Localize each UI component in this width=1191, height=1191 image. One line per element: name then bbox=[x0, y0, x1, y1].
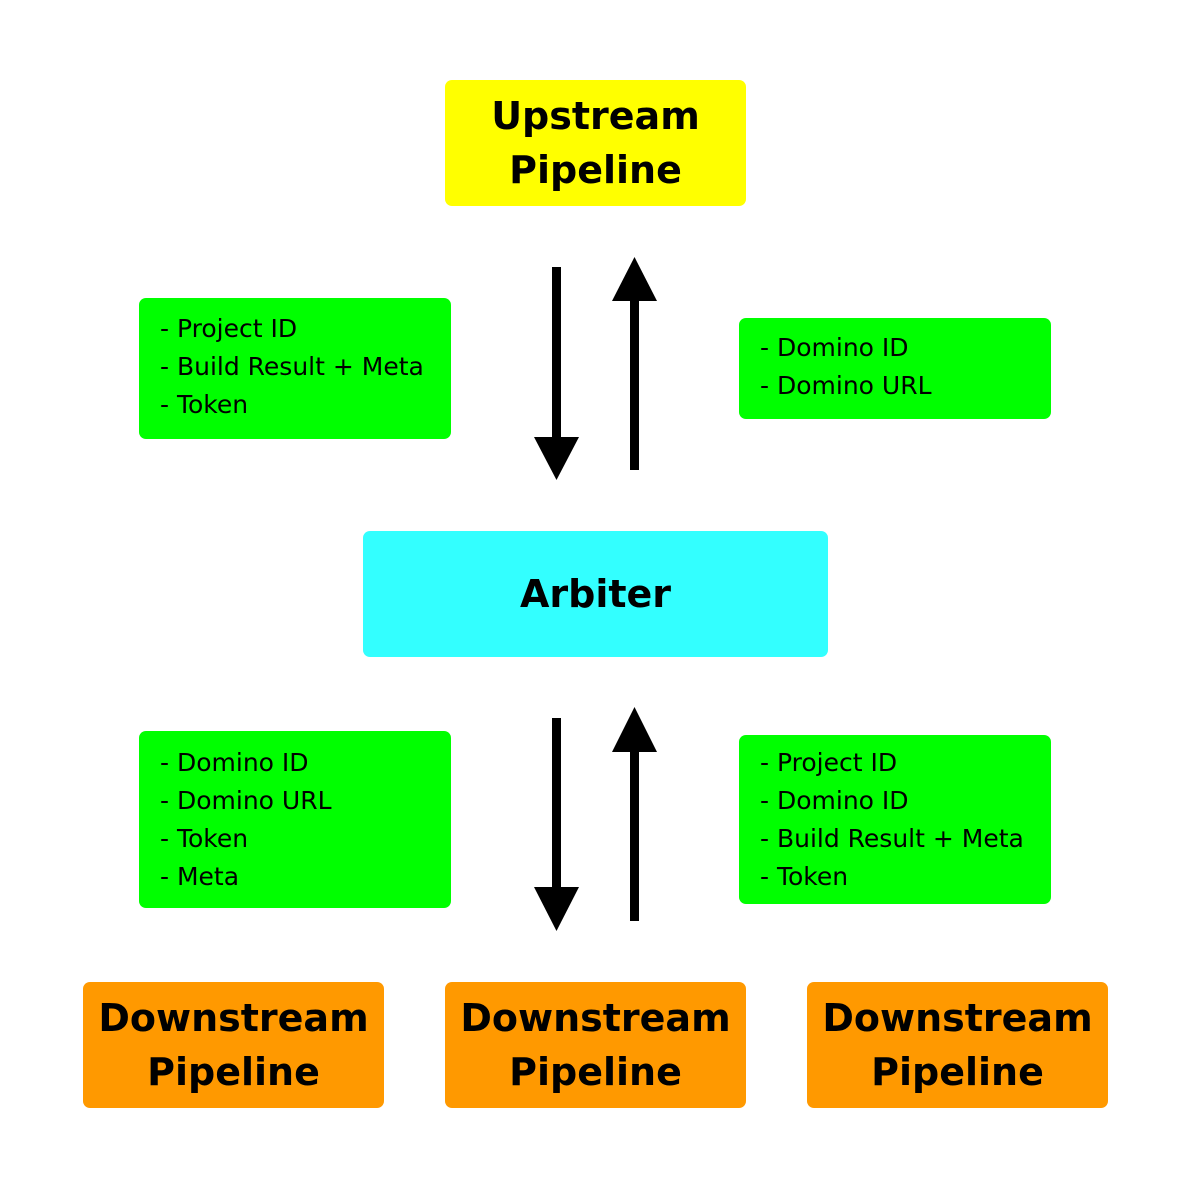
upstream-pipeline-label: Upstream Pipeline bbox=[491, 94, 700, 192]
note-item: - Project ID bbox=[160, 314, 298, 343]
downstream-pipeline-label: Downstream Pipeline bbox=[460, 996, 731, 1094]
arrow-downstream-to-arbiter bbox=[612, 707, 657, 921]
arrow-shaft bbox=[552, 267, 561, 439]
note-item: - Token bbox=[160, 390, 249, 419]
arrow-arbiter-to-downstream bbox=[534, 718, 579, 931]
arrow-arbiter-to-upstream bbox=[612, 257, 657, 470]
arbiter-node: Arbiter bbox=[363, 531, 828, 657]
arrow-shaft bbox=[630, 299, 639, 470]
note-item: - Project ID bbox=[760, 748, 898, 777]
note-downstream-to-arbiter: - Project ID - Domino ID - Build Result … bbox=[739, 735, 1051, 904]
arrow-upstream-to-arbiter bbox=[534, 267, 579, 480]
note-item: - Build Result + Meta bbox=[160, 352, 424, 381]
note-item: - Domino ID bbox=[160, 748, 309, 777]
note-item: - Token bbox=[160, 824, 249, 853]
upstream-pipeline-node: Upstream Pipeline bbox=[445, 80, 746, 206]
downstream-pipeline-label: Downstream Pipeline bbox=[822, 996, 1093, 1094]
note-item: - Domino ID bbox=[760, 786, 909, 815]
note-item: - Domino ID bbox=[760, 333, 909, 362]
arrow-head-up bbox=[612, 257, 657, 301]
arbiter-label: Arbiter bbox=[519, 572, 672, 616]
downstream-pipeline-node-2: Downstream Pipeline bbox=[445, 982, 746, 1108]
note-item: - Domino URL bbox=[160, 786, 332, 815]
note-arbiter-to-downstream: - Domino ID - Domino URL - Token - Meta bbox=[139, 731, 451, 908]
note-item: - Build Result + Meta bbox=[760, 824, 1024, 853]
downstream-pipeline-node-1: Downstream Pipeline bbox=[83, 982, 384, 1108]
note-item: - Meta bbox=[160, 862, 240, 891]
arrow-head-up bbox=[612, 707, 657, 752]
arrow-head-down bbox=[534, 437, 579, 480]
downstream-pipeline-label: Downstream Pipeline bbox=[98, 996, 369, 1094]
arrow-shaft bbox=[630, 750, 639, 921]
arrow-shaft bbox=[552, 718, 561, 889]
note-item: - Token bbox=[760, 862, 849, 891]
note-item: - Domino URL bbox=[760, 371, 932, 400]
arrow-head-down bbox=[534, 887, 579, 931]
note-upstream-to-arbiter: - Project ID - Build Result + Meta - Tok… bbox=[139, 298, 451, 439]
note-arbiter-to-upstream: - Domino ID - Domino URL bbox=[739, 318, 1051, 419]
downstream-pipeline-node-3: Downstream Pipeline bbox=[807, 982, 1108, 1108]
